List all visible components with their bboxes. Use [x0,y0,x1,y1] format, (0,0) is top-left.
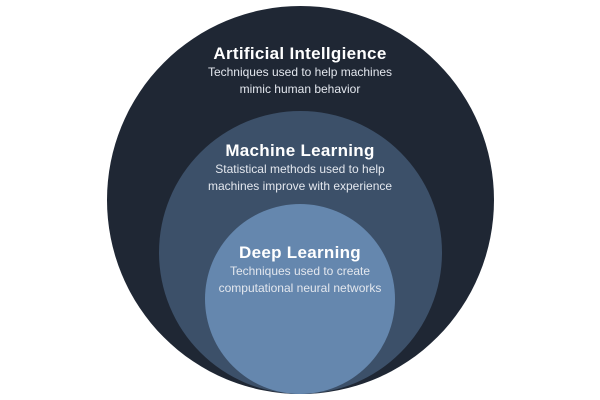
description-line: computational neural networks [218,281,382,295]
description-line: Techniques used to help machines [207,65,393,79]
artificial-intelligence-title: Artificial Intellgience [213,44,387,63]
deep-learning-title: Deep Learning [239,243,361,262]
deep-learning-circle [205,204,395,394]
deep-learning-description: Techniques used to create computational … [0,263,600,297]
description-line: mimic human behavior [239,82,361,96]
description-line: machines improve with experience [207,179,393,193]
artificial-intelligence-description: Techniques used to help machines mimic h… [0,64,600,98]
deep-learning-label: Deep Learning Techniques used to create … [0,243,600,297]
machine-learning-label: Machine Learning Statistical methods use… [0,141,600,195]
machine-learning-description: Statistical methods used to help machine… [0,161,600,195]
description-line: Statistical methods used to help [215,162,385,176]
artificial-intelligence-label: Artificial Intellgience Techniques used … [0,44,600,98]
description-line: Techniques used to create [229,264,371,278]
machine-learning-title: Machine Learning [225,141,375,160]
